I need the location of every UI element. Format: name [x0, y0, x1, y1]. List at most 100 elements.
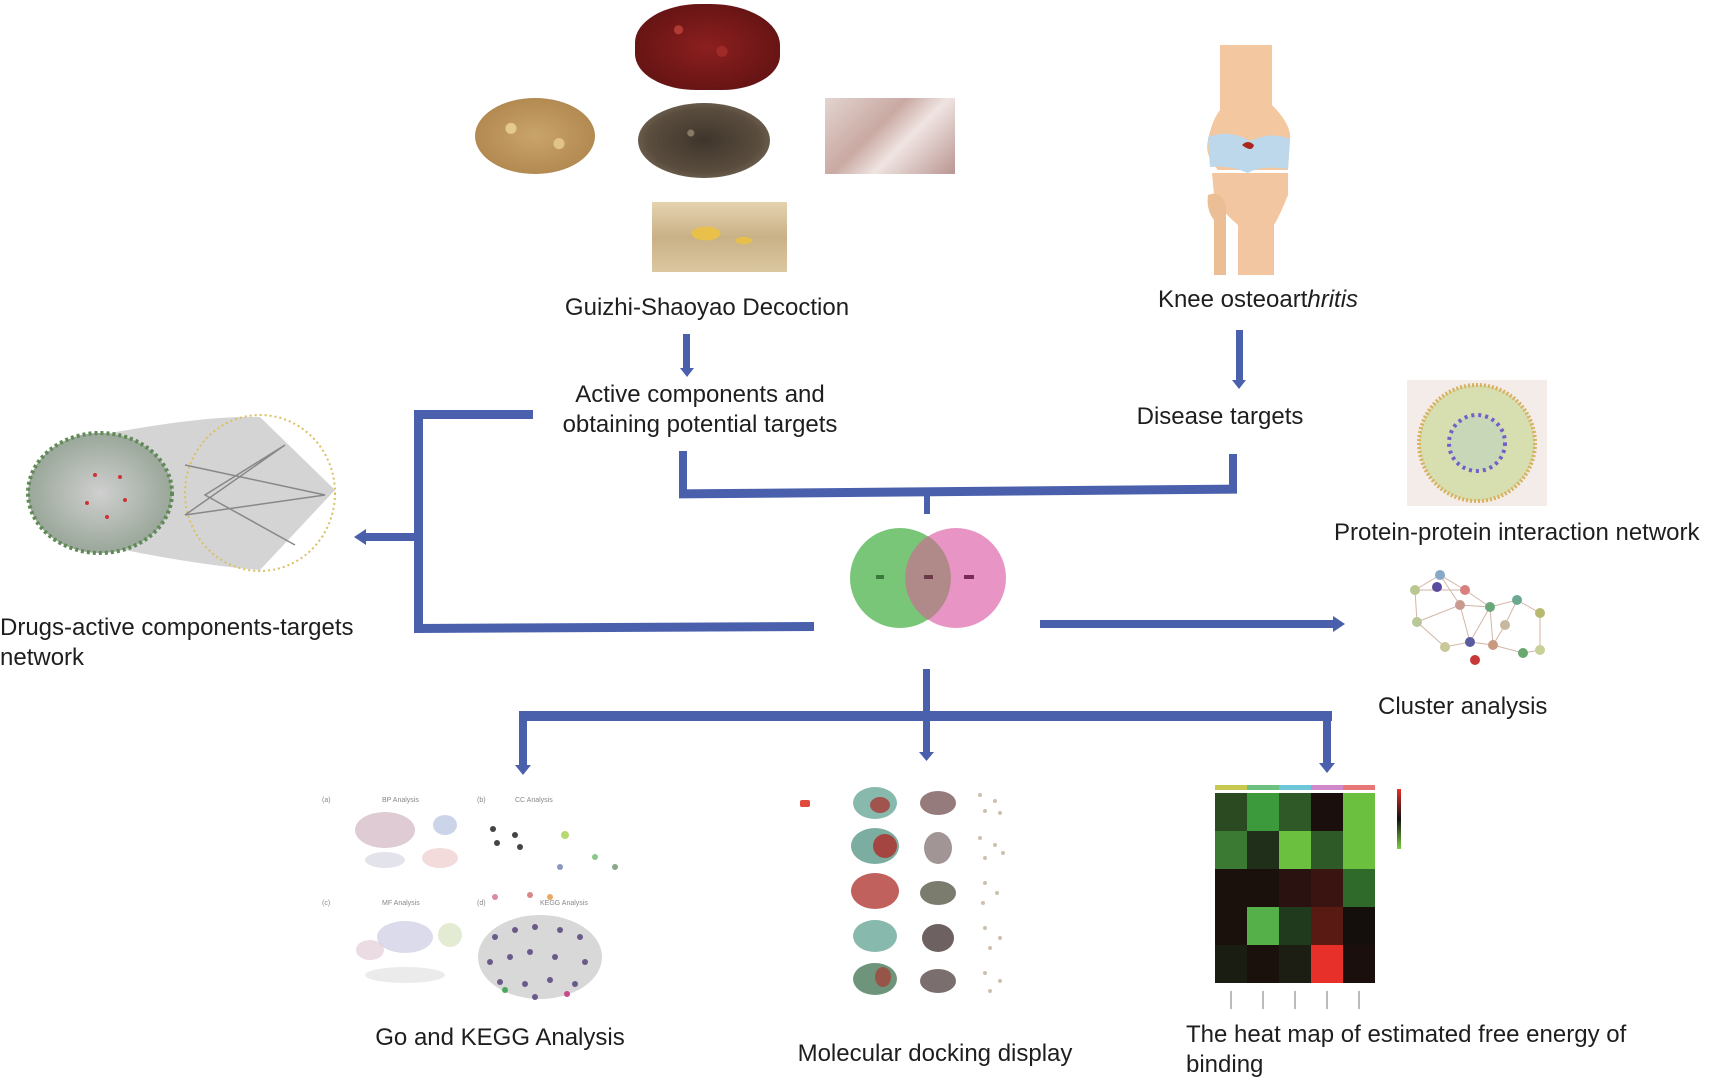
docking-label: Molecular docking display	[797, 1040, 1073, 1067]
herb-light-seeds-image	[475, 98, 595, 174]
heatmap-label-line1: The heat map of estimated free energy of	[1186, 1021, 1627, 1048]
go-panel-kegg: (d) KEGG Analysis	[475, 900, 660, 1010]
go-panel-cc: (b) CC Analysis	[475, 785, 810, 900]
heatmap-cell	[1343, 907, 1375, 945]
heatmap-cell	[1247, 831, 1279, 869]
heatmap-cell	[1311, 907, 1343, 945]
panel-title: CC Analysis	[515, 797, 553, 804]
arrow-head-knee	[1232, 380, 1246, 389]
heatmap-cell	[1343, 869, 1375, 907]
arrow-head-herbs	[680, 368, 694, 377]
heatmap-cell	[1279, 793, 1311, 831]
arrow-to-ppi	[1040, 620, 1335, 628]
heatmap-x-tick-label	[1358, 991, 1360, 1009]
herb-ginger-image	[652, 202, 787, 272]
active-components-line2: obtaining potential targets	[562, 411, 838, 438]
connector-bottom-horizontal	[519, 711, 1332, 721]
go-kegg-figure: (a) BP Analysis (b) CC Analysis (c) MF A…	[320, 785, 810, 1000]
connector-left-down	[679, 451, 687, 496]
heatmap-cell	[1343, 945, 1375, 983]
herb-jujube-image	[635, 4, 780, 90]
disease-targets-label: Disease targets	[1136, 403, 1304, 430]
herb-dark-seeds-image	[638, 103, 770, 178]
heatmap-cell	[1311, 831, 1343, 869]
arrow-head-heatmap	[1319, 763, 1335, 773]
docking-structures	[851, 787, 1005, 995]
knee-joint-illustration	[1207, 45, 1291, 275]
connector-horizontal-top	[679, 484, 1237, 499]
heatmap	[1215, 785, 1401, 1009]
cc-network	[490, 826, 618, 900]
panel-tag: (c)	[322, 900, 331, 907]
heatmap-label-line2: binding	[1186, 1051, 1264, 1078]
heatmap-cell	[1215, 869, 1247, 907]
heatmap-cell	[1247, 869, 1279, 907]
heatmap-cell	[1279, 831, 1311, 869]
heatmap-cell	[1279, 907, 1311, 945]
cluster-label: Cluster analysis	[1378, 693, 1548, 720]
heatmap-cell	[1247, 945, 1279, 983]
drug-component-target-network	[26, 414, 336, 572]
heatmap-x-tick-label	[1326, 991, 1328, 1009]
docking-figure	[845, 783, 1015, 1003]
ppi-network-image	[1407, 380, 1547, 506]
panel-tag: (b)	[477, 797, 486, 804]
ppi-label: Protein-protein interaction network	[1334, 519, 1700, 546]
arrow-head-right	[1333, 616, 1345, 632]
heatmap-group-bar	[1311, 785, 1343, 790]
drug-network-line1: Drugs-active components-targets	[0, 614, 354, 641]
cluster-network-image	[1410, 570, 1545, 665]
herbs-label: Guizhi-Shaoyao Decoction	[564, 294, 850, 321]
connector-to-venn	[924, 492, 930, 514]
panel-tag: (a)	[322, 797, 331, 804]
bp-network	[355, 812, 458, 868]
connector-to-heatmap	[1323, 711, 1331, 765]
heatmap-cell	[1311, 869, 1343, 907]
drug-network-label: Drugs-active components-targets network	[0, 613, 353, 673]
venn-count-overlap	[924, 575, 933, 579]
venn-count-right	[964, 575, 974, 579]
red-marker-icon	[800, 800, 810, 807]
panel-title: BP Analysis	[382, 797, 419, 804]
arrow-head-left	[354, 529, 366, 545]
active-components-line1: Active components and	[575, 381, 825, 408]
go-panel-mf: (c) MF Analysis	[320, 890, 470, 1000]
mf-network	[356, 921, 462, 983]
heatmap-cell	[1279, 945, 1311, 983]
heatmap-cell	[1215, 907, 1247, 945]
disease-label-italic: hritis	[1307, 286, 1359, 313]
disease-label-main: Knee osteoart	[1157, 286, 1308, 313]
heatmap-group-bar	[1215, 785, 1247, 790]
herb-pink-slices-image	[825, 98, 955, 174]
connector-right-down	[1229, 454, 1237, 490]
heatmap-cell	[1343, 831, 1375, 869]
heatmap-label: The heat map of estimated free energy of…	[1186, 1020, 1626, 1080]
heatmap-cell	[1247, 793, 1279, 831]
connector-to-go-kegg	[519, 711, 527, 767]
heatmap-x-tick-label	[1262, 991, 1264, 1009]
heatmap-x-tick-label	[1230, 991, 1232, 1009]
active-components-label: Active components and obtaining potentia…	[530, 380, 870, 440]
go-kegg-label: Go and KEGG Analysis	[375, 1024, 625, 1051]
kegg-network	[478, 915, 602, 1000]
heatmap-group-bar	[1343, 785, 1375, 790]
disease-label: Knee osteoarthritis	[1128, 285, 1388, 315]
herb-images-group	[470, 0, 970, 280]
go-panel-bp: (a) BP Analysis	[320, 785, 470, 885]
heatmap-x-tick-label	[1294, 991, 1296, 1009]
arrow-head-docking	[919, 752, 934, 761]
heatmap-cell	[1311, 945, 1343, 983]
heatmap-cell	[1311, 793, 1343, 831]
heatmap-cell	[1279, 869, 1311, 907]
arrow-head-go-kegg	[515, 765, 531, 775]
heatmap-group-bar	[1279, 785, 1311, 790]
heatmap-cell	[1215, 793, 1247, 831]
arrow-to-drug-network	[362, 533, 416, 541]
heatmap-color-scale	[1397, 789, 1401, 849]
left-bracket-bottom	[414, 621, 814, 634]
panel-tag: (d)	[477, 900, 486, 907]
venn-diagram	[850, 528, 1006, 628]
heatmap-cell	[1215, 831, 1247, 869]
panel-title: KEGG Analysis	[540, 900, 588, 907]
heatmap-figure	[1215, 785, 1445, 1010]
